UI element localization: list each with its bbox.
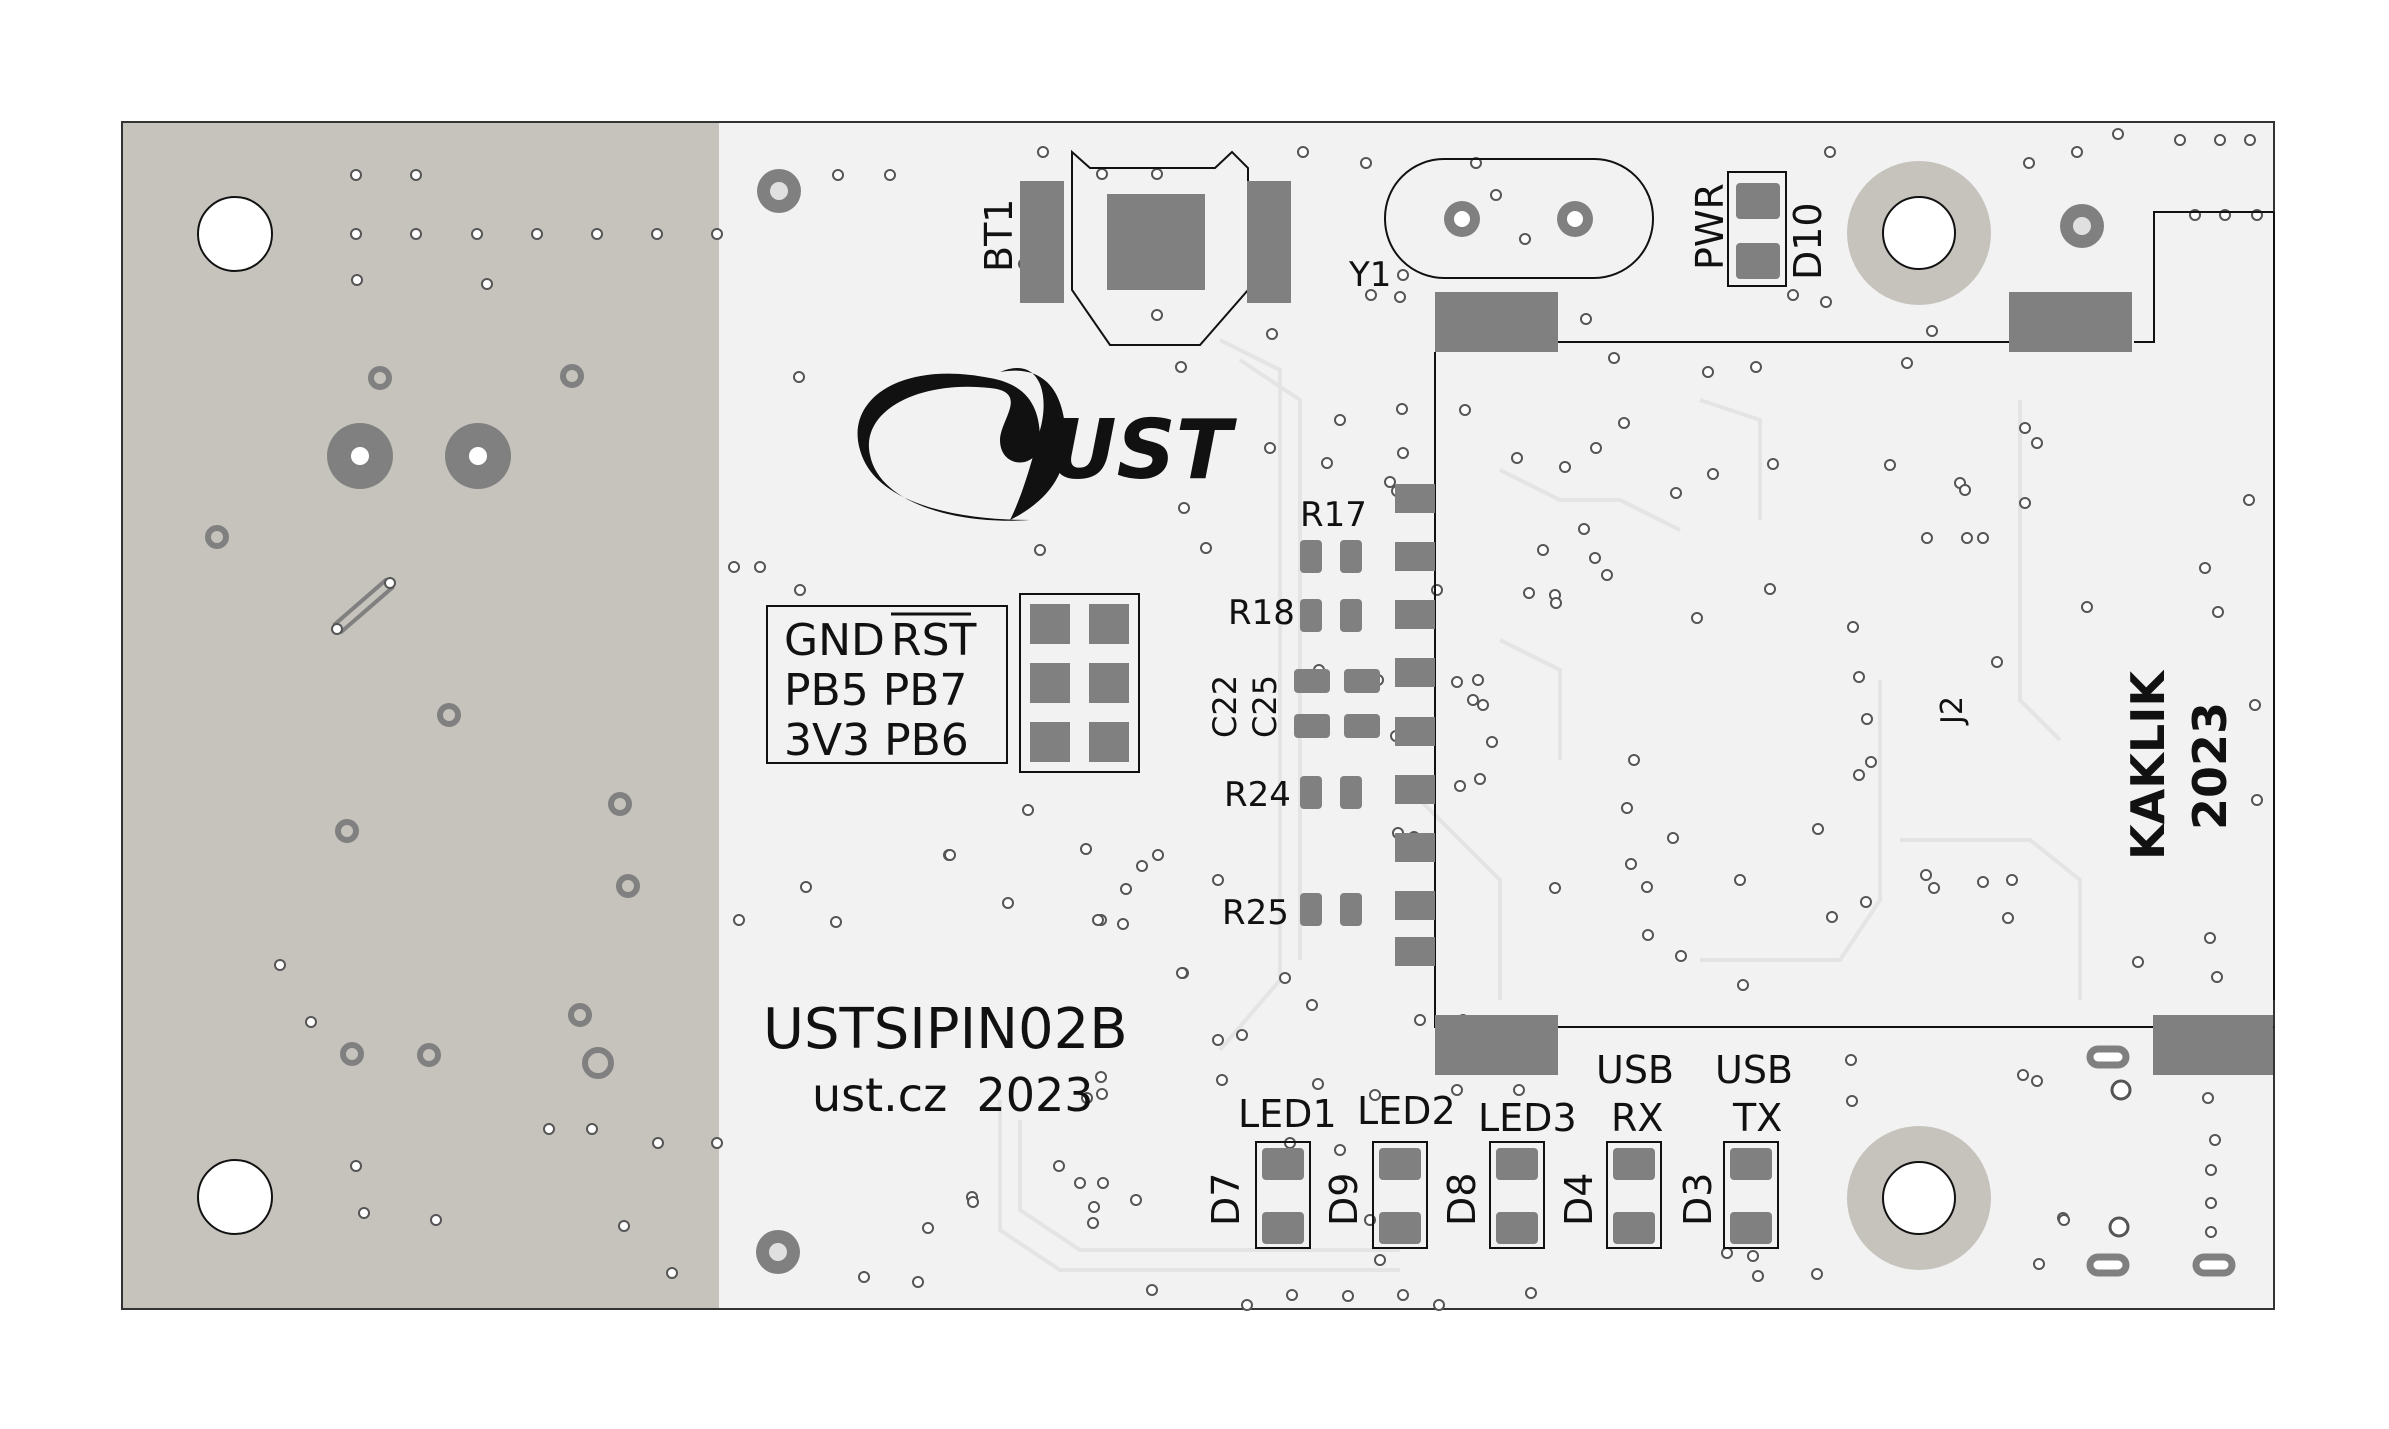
thru-hole-pads	[327, 169, 2104, 1274]
slot-pads	[2086, 1045, 2236, 1277]
passive-pads	[1294, 540, 1380, 926]
ref-d4: D4	[1557, 1173, 1601, 1226]
ref-c25: C25	[1246, 675, 1284, 738]
ref-d7: D7	[1204, 1173, 1248, 1226]
ref-usb-rx-1: USB	[1596, 1048, 1674, 1092]
ref-r17: R17	[1300, 495, 1367, 535]
battery-holder	[1020, 149, 1291, 346]
ref-bt1: BT1	[977, 199, 1021, 272]
crystal-y1	[1384, 158, 1654, 279]
pin-label-rst: RST	[891, 615, 977, 666]
bottom-leds	[1255, 1141, 1779, 1249]
ref-led1: LED1	[1238, 1092, 1337, 1136]
ref-pwr: PWR	[1688, 183, 1732, 270]
ref-r24: R24	[1224, 775, 1291, 815]
author-year: 2023	[2183, 702, 2237, 830]
ref-usb-tx-2: TX	[1732, 1096, 1782, 1140]
silkscreen-text: BT1 Y1 PWR D10 R17 R18 C22 C25 R24 R25 J…	[763, 183, 2237, 1226]
pin-header	[1019, 593, 1140, 773]
ref-usb-tx-1: USB	[1715, 1048, 1793, 1092]
ref-c22: C22	[1206, 675, 1244, 738]
ref-d3: D3	[1676, 1173, 1720, 1226]
vias-left	[205, 364, 640, 1079]
pin-label-row1: GND	[784, 615, 885, 666]
pin-label-box	[766, 605, 1008, 764]
board-vias-ring	[2108, 1079, 2132, 1238]
ref-d8: D8	[1440, 1173, 1484, 1226]
ref-led2: LED2	[1357, 1089, 1456, 1133]
d10-pads	[1727, 171, 1787, 287]
left-zone	[123, 123, 719, 1308]
author-name: KAKLIK	[2121, 669, 2175, 860]
j2-connector	[1395, 211, 2275, 1075]
ref-j2: J2	[1935, 696, 1970, 726]
board-web-year: ust.cz 2023	[812, 1068, 1094, 1122]
ref-d9: D9	[1322, 1173, 1366, 1226]
pin-label-row3: 3V3 PB6	[784, 715, 969, 766]
ref-usb-rx-2: RX	[1611, 1096, 1663, 1140]
board-name: USTSIPIN02B	[763, 997, 1128, 1062]
logo-text: UST	[1050, 403, 1238, 498]
ref-y1: Y1	[1348, 255, 1391, 295]
ref-r25: R25	[1222, 893, 1289, 933]
pin-label-row2: PB5 PB7	[784, 665, 967, 716]
mounting-holes	[197, 161, 1991, 1270]
via-dots	[274, 128, 2263, 1311]
ref-d10: D10	[1786, 202, 1830, 280]
ust-logo: UST	[857, 367, 1238, 521]
ref-r18: R18	[1228, 593, 1295, 633]
ref-led3: LED3	[1478, 1096, 1577, 1140]
